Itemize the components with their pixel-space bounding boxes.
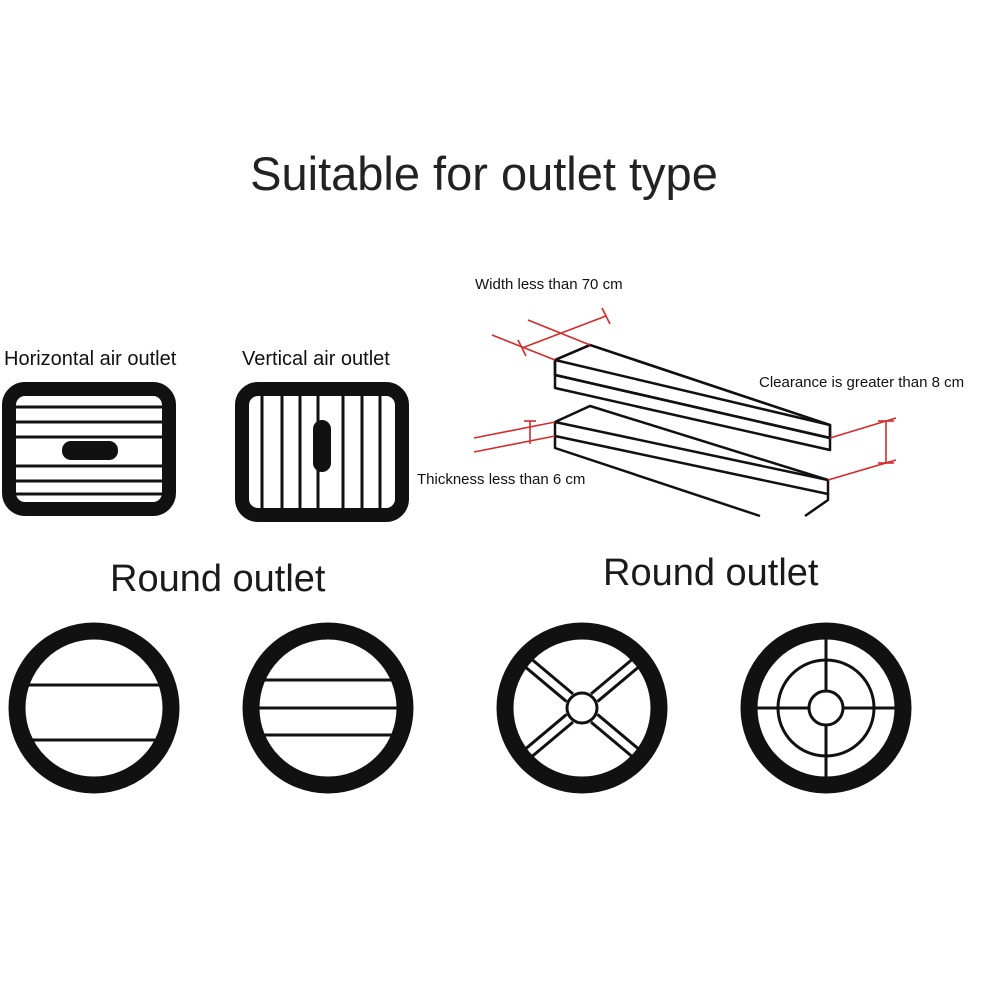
round-outlet-target-icon (740, 622, 912, 794)
upper-slat-outline (553, 343, 832, 440)
thickness-dimension-line (473, 420, 556, 453)
horizontal-outlet-icon (2, 382, 176, 516)
louver-dimension-diagram (473, 307, 897, 518)
round-outlet-heading-left: Round outlet (110, 558, 326, 600)
round-outlet-spoke-icon (496, 622, 668, 794)
width-dimension-label: Width less than 70 cm (475, 276, 623, 293)
round-outlet-horizontal-icon (8, 622, 180, 794)
lower-slat (553, 404, 830, 518)
clearance-dimension-label: Clearance is greater than 8 cm (759, 374, 965, 391)
thickness-dimension-label: Thickness less than 6 cm (417, 471, 586, 488)
width-dimension-line (491, 307, 611, 361)
clearance-dimension-line (827, 417, 897, 481)
page-title: Suitable for outlet type (250, 147, 718, 200)
horizontal-outlet-label: Horizontal air outlet (4, 348, 177, 370)
round-outlet-horizontal-triple-icon (242, 622, 414, 794)
vertical-outlet-icon (235, 382, 409, 522)
vertical-outlet-label: Vertical air outlet (242, 348, 390, 370)
round-outlet-heading-right: Round outlet (603, 552, 819, 594)
